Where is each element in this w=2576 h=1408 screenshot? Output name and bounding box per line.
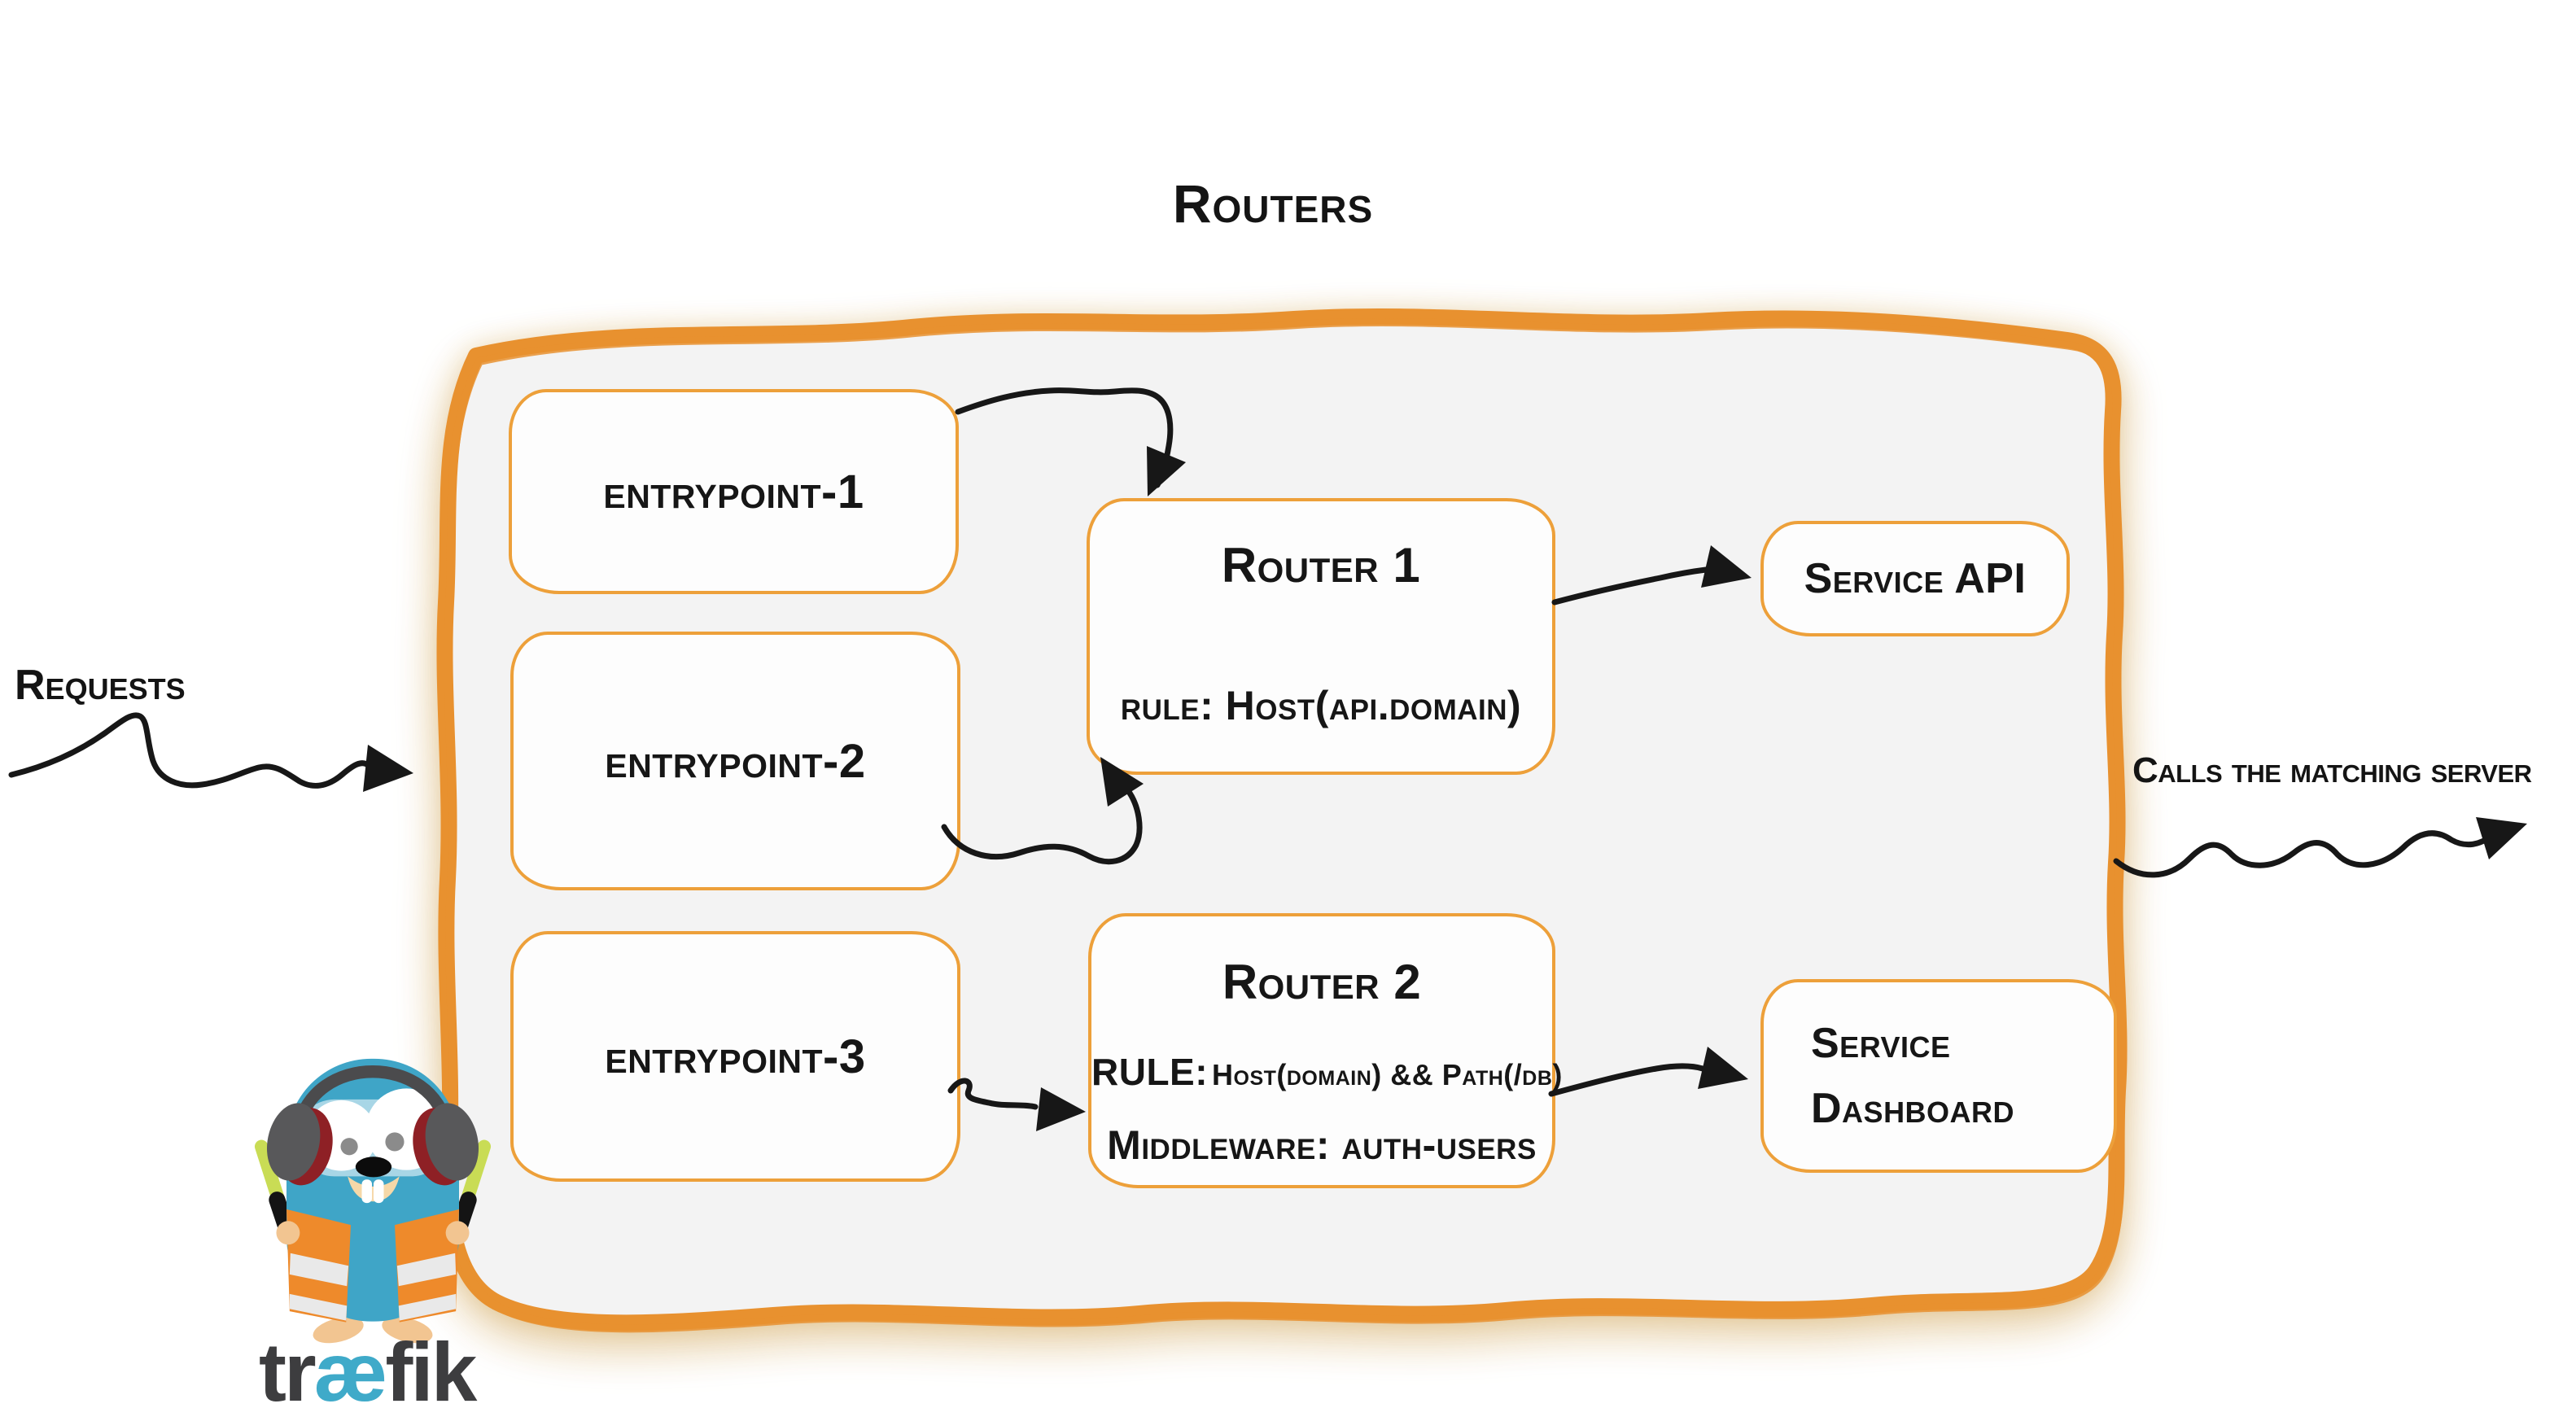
- router-2-rule-value: Host(domain) && Path(/db): [1212, 1058, 1563, 1091]
- arrow-requests-head: [363, 745, 413, 792]
- router-1-rule: rule: Host(api.domain): [1120, 683, 1522, 728]
- arrow-calls-line: [2113, 830, 2495, 878]
- service-api-card: Service API: [1760, 521, 2070, 636]
- traefik-wordmark: træfik: [259, 1325, 477, 1408]
- nose: [355, 1157, 392, 1178]
- muzzle: [348, 1176, 400, 1202]
- right-pupil: [385, 1132, 405, 1152]
- router-2-name: Router 2: [1222, 955, 1422, 1009]
- traefik-gopher-logo: [254, 1058, 492, 1344]
- right-tooth: [373, 1179, 384, 1204]
- left-foot: [313, 1317, 364, 1344]
- router-2-rule-label: RULE:: [1091, 1051, 1209, 1093]
- service-dashboard-card: Service Dashboard: [1760, 979, 2117, 1173]
- arrow-entrypoint2-router1-line: [941, 763, 1143, 865]
- wordmark-post: fik: [385, 1326, 477, 1408]
- vest-stripe: [289, 1293, 348, 1321]
- service-dashboard-line2: Dashboard: [1811, 1085, 2015, 1132]
- entrypoint-2-label: entrypoint-2: [605, 734, 866, 788]
- wordmark-ae: æ: [313, 1326, 388, 1408]
- entrypoint-3-label: entrypoint-3: [605, 1030, 866, 1083]
- entrypoint-1-label: entrypoint-1: [603, 465, 864, 518]
- left-hand: [276, 1221, 300, 1245]
- router-1-name: Router 1: [1221, 538, 1421, 592]
- arrow-entrypoint3-router2-line: [947, 1078, 1039, 1110]
- page-title: Routers: [1172, 173, 1374, 234]
- router-2-card: Router 2 RULE: Host(domain) && Path(/db)…: [1088, 913, 1562, 1188]
- left-pupil: [340, 1138, 358, 1156]
- right-hand: [445, 1221, 470, 1245]
- service-dashboard-line1: Service: [1811, 1020, 1951, 1067]
- arrow-entrypoint3-router2-head: [1036, 1087, 1086, 1131]
- requests-label: Requests: [15, 662, 186, 709]
- entrypoint-2-card: entrypoint-2: [510, 632, 960, 890]
- entrypoint-1-card: entrypoint-1: [509, 389, 959, 594]
- arrow-entrypoint1-router1-head: [1147, 446, 1186, 496]
- router-1-card: Router 1 rule: Host(api.domain): [1087, 498, 1555, 775]
- arrow-requests-line: [8, 712, 371, 789]
- arrow-router1-serviceapi-line: [1551, 566, 1709, 606]
- left-earcup: [266, 1103, 321, 1181]
- vest-stripe: [289, 1253, 349, 1287]
- router-2-middleware: Middleware: auth-users: [1107, 1122, 1537, 1168]
- wordmark-pre: tr: [259, 1326, 317, 1408]
- arrow-entrypoint1-router1-line: [955, 387, 1174, 488]
- service-api-label: Service API: [1804, 555, 2027, 602]
- arrow-router2-dashboard-head: [1698, 1047, 1748, 1089]
- calls-label: Calls the matching server: [2132, 750, 2532, 790]
- arrow-calls-head: [2476, 817, 2527, 859]
- right-foot: [382, 1317, 433, 1344]
- arrow-router1-serviceapi-head: [1701, 545, 1752, 588]
- left-tooth: [361, 1179, 373, 1204]
- arrow-router2-dashboard-line: [1548, 1063, 1706, 1097]
- entrypoint-3-card: entrypoint-3: [510, 931, 960, 1182]
- router-2-rule: RULE: Host(domain) && Path(/db): [1091, 1050, 1562, 1094]
